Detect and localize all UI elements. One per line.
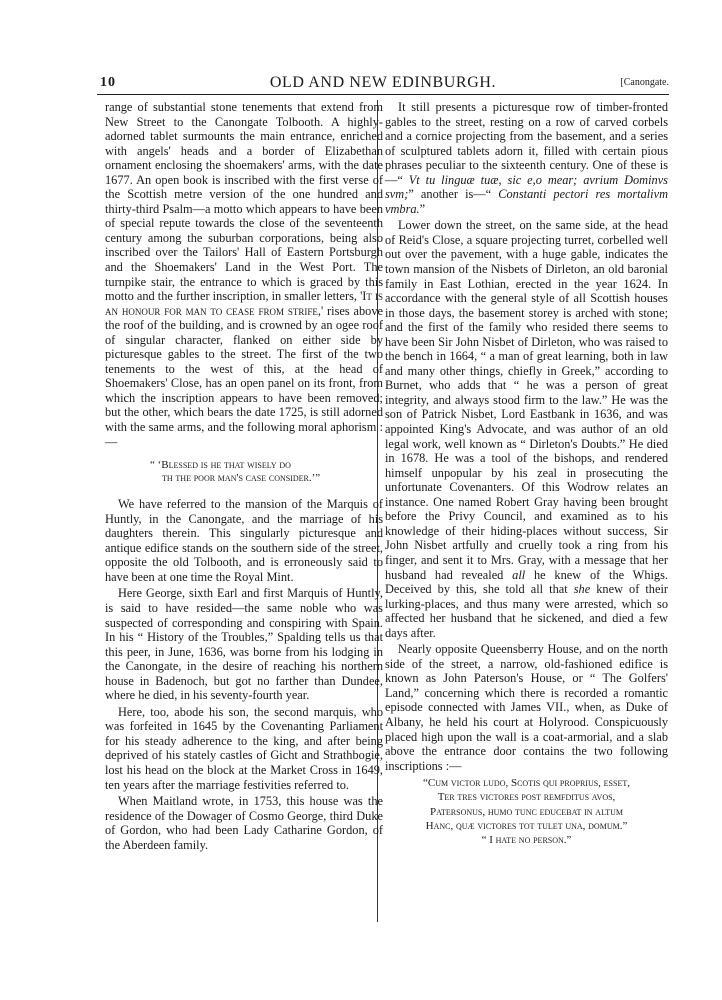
right-column: It still presents a picturesque row of t… (385, 100, 668, 847)
latin-motto: Vt tu linguæ tuæ, sic e,o mear; avrium D… (385, 172, 668, 202)
paragraph: It still presents a picturesque row of t… (385, 100, 668, 216)
inscription-line: Hanc, quæ victores tot tulet una, domum.… (425, 819, 628, 832)
section-label: [Canongate. (620, 77, 669, 88)
paragraph-text: ” another is—“ (408, 187, 499, 202)
left-column: range of substantial stone tenements tha… (105, 100, 383, 852)
emphasis: she (573, 582, 591, 597)
paragraph-text: It still presents a picturesque row of t… (385, 100, 668, 187)
emphasis: all (512, 567, 526, 582)
inscription-line: “Cum victor ludo, Scotis qui proprius, e… (423, 777, 630, 790)
paragraph-text: he knew of the Whigs. Deceived by this, … (385, 567, 668, 597)
aphorism-quote: “ ‘Blessed is he that wisely do th the p… (105, 459, 383, 485)
latin-motto: Constanti pectori res mortalivm vmbra. (385, 187, 669, 216)
paragraph: Here, too, abode his son, the second mar… (105, 704, 383, 792)
page-number: 10 (100, 75, 116, 90)
paragraph: range of substantial stone tenements tha… (105, 100, 383, 449)
quote-line: “ ‘Blessed is he that wisely do (150, 459, 291, 472)
page-header: 10 OLD AND NEW EDINBURGH. [Canongate. (97, 74, 669, 95)
paragraph-text: rises above the roof of the building, an… (105, 303, 383, 449)
running-title: OLD AND NEW EDINBURGH. (269, 74, 497, 91)
latin-inscriptions: “Cum victor ludo, Scotis qui proprius, e… (385, 776, 668, 847)
paragraph-text: ” (419, 201, 426, 216)
inscription-line: Ter tres victores post remfditus avos, (437, 791, 616, 804)
paragraph: Lower down the street, on the same side,… (385, 218, 668, 640)
paragraph-text: Lower down the street, on the same side,… (385, 218, 668, 582)
paragraph: We have referred to the mansion of the M… (105, 497, 383, 584)
inscription-line: Patersonus, humo tunc educebat in altum (430, 805, 623, 818)
paragraph-text: range of substantial stone tenements tha… (105, 100, 383, 304)
paragraph-text: knew of their lurking-places, and thus m… (385, 582, 668, 640)
column-divider (377, 100, 378, 922)
quote-line: th the poor man's case consider.’” (162, 472, 321, 485)
paragraph: Here George, sixth Earl and first Marqui… (105, 586, 383, 703)
inscription-text: 'It is an honour for man to cease from s… (105, 289, 383, 318)
paragraph: Nearly opposite Queensberry House, and o… (385, 642, 668, 773)
inscription-line: “ I hate no person.” (481, 833, 572, 846)
paragraph: When Maitland wrote, in 1753, this house… (105, 794, 383, 852)
